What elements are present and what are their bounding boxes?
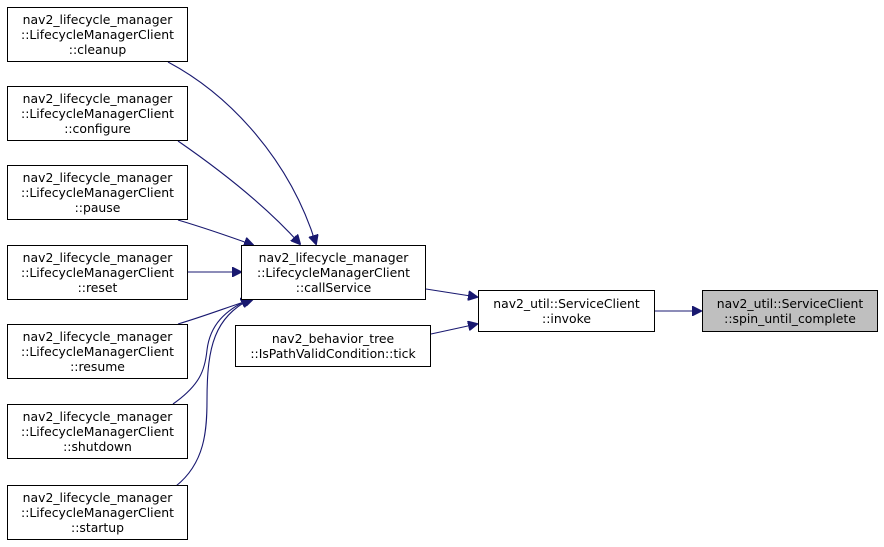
node-cleanup-line-1: nav2_lifecycle_manager [22, 12, 173, 27]
node-shutdown-line-2: ::LifecycleManagerClient [21, 424, 174, 439]
node-cleanup[interactable]: nav2_lifecycle_manager ::LifecycleManage… [7, 7, 188, 62]
node-spin-until-complete-line-2: ::spin_until_complete [724, 311, 856, 326]
node-resume-line-2: ::LifecycleManagerClient [21, 344, 174, 359]
node-startup-line-1: nav2_lifecycle_manager [22, 490, 173, 505]
node-configure-line-1: nav2_lifecycle_manager [22, 91, 173, 106]
node-reset-line-2: ::LifecycleManagerClient [21, 265, 174, 280]
node-spin-until-complete: nav2_util::ServiceClient ::spin_until_co… [702, 290, 878, 332]
node-shutdown-line-1: nav2_lifecycle_manager [22, 409, 173, 424]
node-reset-line-3: ::reset [77, 280, 118, 295]
node-spin-until-complete-line-1: nav2_util::ServiceClient [716, 296, 864, 311]
node-resume[interactable]: nav2_lifecycle_manager ::LifecycleManage… [7, 324, 188, 379]
node-shutdown-line-3: ::shutdown [63, 439, 132, 454]
node-callservice[interactable]: nav2_lifecycle_manager ::LifecycleManage… [241, 245, 426, 300]
node-callservice-line-3: ::callService [295, 280, 372, 295]
node-resume-line-3: ::resume [70, 359, 125, 374]
node-pause-line-1: nav2_lifecycle_manager [22, 170, 173, 185]
node-callservice-line-1: nav2_lifecycle_manager [258, 250, 409, 265]
node-configure-line-3: ::configure [64, 121, 131, 136]
node-shutdown[interactable]: nav2_lifecycle_manager ::LifecycleManage… [7, 404, 188, 459]
node-pause-line-3: ::pause [74, 200, 121, 215]
node-ispathvalid-condition-tick[interactable]: nav2_behavior_tree ::IsPathValidConditio… [235, 325, 431, 367]
node-startup-line-2: ::LifecycleManagerClient [21, 505, 174, 520]
edge-shutdown-to-callservice [172, 299, 250, 405]
node-ispathvalid-line-1: nav2_behavior_tree [271, 331, 395, 346]
node-configure[interactable]: nav2_lifecycle_manager ::LifecycleManage… [7, 86, 188, 141]
node-configure-line-2: ::LifecycleManagerClient [21, 106, 174, 121]
node-callservice-line-2: ::LifecycleManagerClient [257, 265, 410, 280]
edge-ispathvalid-to-invoke [430, 324, 477, 335]
node-cleanup-line-2: ::LifecycleManagerClient [21, 27, 174, 42]
node-invoke-line-1: nav2_util::ServiceClient [493, 296, 640, 311]
node-reset-line-1: nav2_lifecycle_manager [22, 250, 173, 265]
node-invoke-line-2: ::invoke [542, 311, 591, 326]
node-pause-line-2: ::LifecycleManagerClient [21, 185, 174, 200]
node-invoke[interactable]: nav2_util::ServiceClient ::invoke [478, 290, 655, 332]
node-startup[interactable]: nav2_lifecycle_manager ::LifecycleManage… [7, 485, 188, 540]
node-pause[interactable]: nav2_lifecycle_manager ::LifecycleManage… [7, 165, 188, 220]
node-cleanup-line-3: ::cleanup [68, 42, 127, 57]
edge-cleanup-to-callservice [167, 61, 316, 244]
edge-pause-to-callservice [177, 219, 253, 245]
node-ispathvalid-line-2: ::IsPathValidCondition::tick [250, 346, 416, 361]
edge-callservice-to-invoke [425, 288, 477, 297]
node-reset[interactable]: nav2_lifecycle_manager ::LifecycleManage… [7, 245, 188, 300]
node-resume-line-1: nav2_lifecycle_manager [22, 329, 173, 344]
node-startup-line-3: ::startup [71, 520, 124, 535]
edge-startup-to-callservice [175, 299, 250, 487]
edge-configure-to-callservice [177, 140, 300, 244]
